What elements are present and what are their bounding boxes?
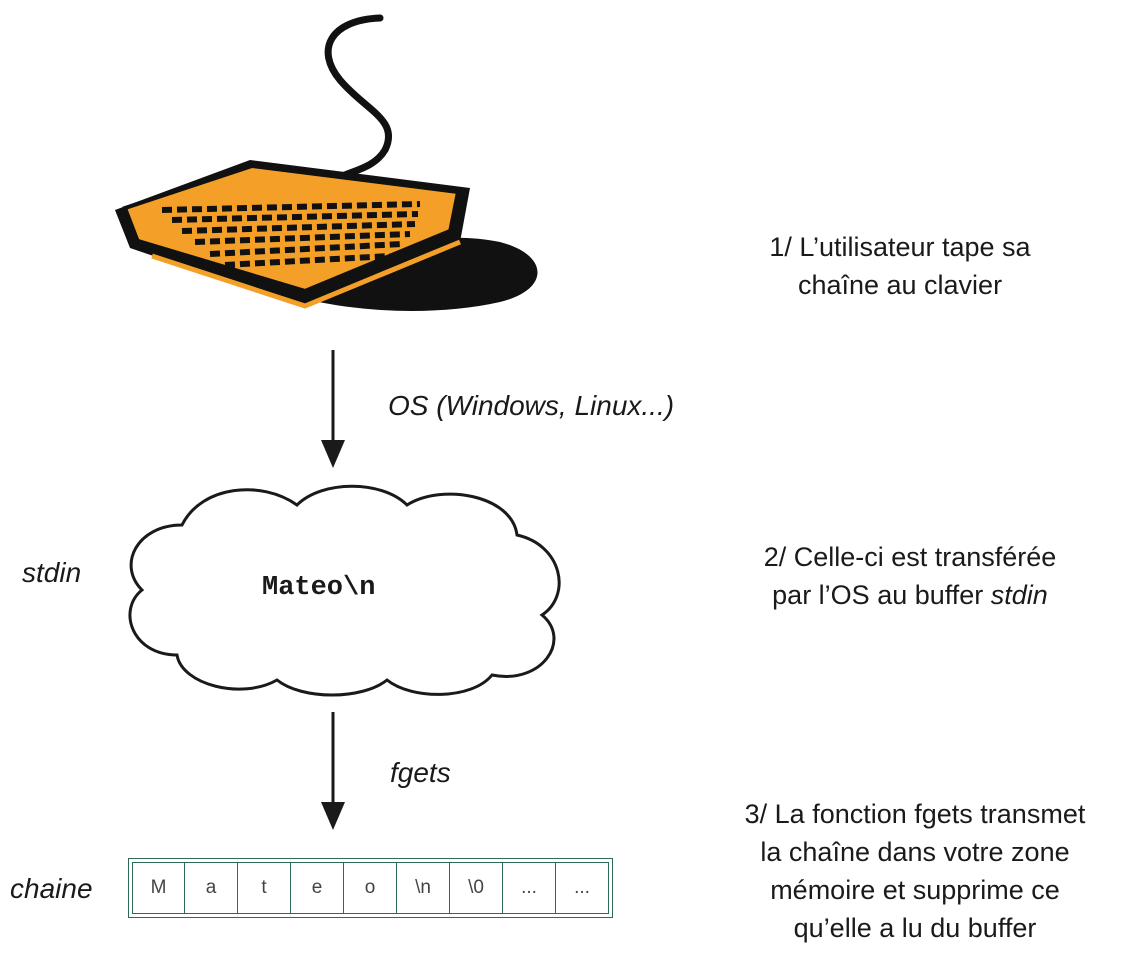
step-2-stdin-word: stdin [990,580,1048,610]
cloud-text: Mateo\n [262,573,376,603]
step-3-line: la chaîne dans votre zone [760,837,1070,867]
step-3-text: 3/ La fonction fgets transmet la chaîne … [700,795,1130,947]
step-2-line-2: par l’OS au buffer stdin [700,576,1120,614]
stdin-label: stdin [22,557,82,588]
step-3-line: mémoire et supprime ce [770,875,1060,905]
array-cell: e [291,862,344,914]
array-cell: o [344,862,397,914]
step-3-line: qu’elle a lu du buffer [793,913,1037,943]
keyboard-cable [321,14,393,194]
array-cell: \0 [450,862,503,914]
array-cell: ... [556,862,609,914]
step-1-line: chaîne au clavier [797,270,1003,300]
os-label: OS (Windows, Linux...) [388,390,675,421]
array-cell: a [185,862,238,914]
arrow-stdin-to-chaine [321,712,345,830]
fgets-label: fgets [390,757,451,788]
array-cell: ... [503,862,556,914]
step-2-line-2-text: par l’OS au buffer [772,580,991,610]
step-2-line: 2/ Celle-ci est transférée [763,542,1057,572]
array-cell: \n [397,862,450,914]
step-2-text: 2/ Celle-ci est transférée par l’OS au b… [700,538,1120,614]
chaine-label: chaine [10,873,93,904]
array-cell: M [132,862,185,914]
keyboard-illustration [115,14,538,311]
stdin-cloud [128,484,561,697]
step-1-line: 1/ L’utilisateur tape sa [769,232,1031,262]
arrow-keyboard-to-stdin [321,350,345,468]
array-cell: t [238,862,291,914]
step-1-text: 1/ L’utilisateur tape sa chaîne au clavi… [700,228,1100,304]
step-3-line: 3/ La fonction fgets transmet [744,799,1086,829]
